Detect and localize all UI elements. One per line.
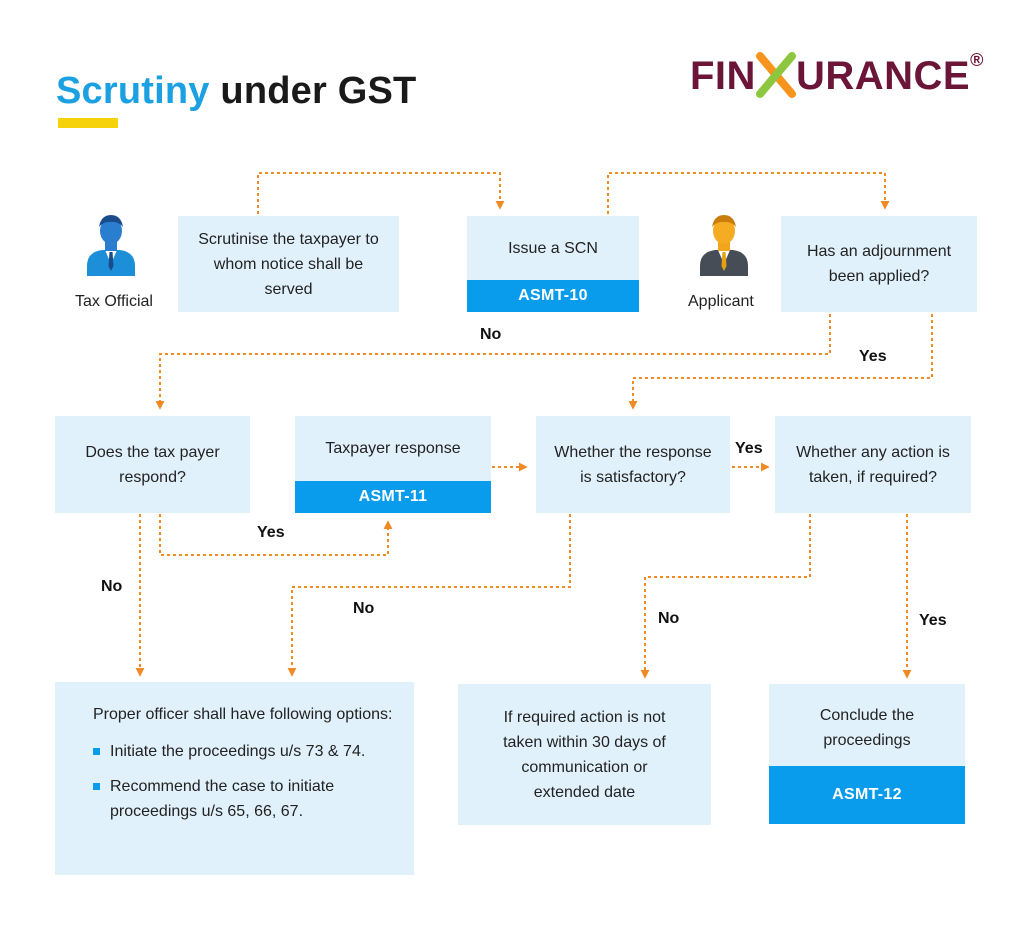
taxpayer-response-box: Taxpayer response ASMT-11 <box>295 416 491 513</box>
scrutinise-box: Scrutinise the taxpayer to whom notice s… <box>178 216 399 312</box>
issue-scn-box: Issue a SCN ASMT-10 <box>467 216 639 312</box>
officer-options-heading: Proper officer shall have following opti… <box>93 706 393 723</box>
edge-adjournment-yes <box>628 314 933 410</box>
edge-scn-to-adjournment <box>607 172 890 214</box>
officer-options-box: Proper officer shall have following opti… <box>55 682 414 875</box>
applicant-icon <box>700 215 748 276</box>
satisfactory-text: Whether the response is satisfactory? <box>554 443 712 486</box>
respond-box: Does the tax payer respond? <box>55 416 250 513</box>
satisfactory-box: Whether the response is satisfactory? <box>536 416 730 513</box>
edge-label-adjournment-yes: Yes <box>859 348 887 365</box>
edge-label-action-yes: Yes <box>919 612 947 629</box>
not-taken-text: If required action is not taken within 3… <box>503 708 666 801</box>
action-taken-box: Whether any action is taken, if required… <box>775 416 971 513</box>
officer-options-list: Initiate the proceedings u/s 73 & 74. Re… <box>93 739 414 824</box>
title-rest: under GST <box>220 70 417 112</box>
conclude-text: Conclude the proceedings <box>819 707 915 749</box>
edge-adjournment-no <box>155 314 831 410</box>
edge-respond-yes <box>159 514 393 556</box>
edge-label-respond-yes: Yes <box>257 524 285 541</box>
logo-text-right: URANCE <box>795 54 971 98</box>
asmt-11-badge: ASMT-11 <box>295 481 491 513</box>
logo-text-left: FIN <box>690 54 756 98</box>
applicant-label: Applicant <box>688 293 754 310</box>
issue-scn-text: Issue a SCN <box>508 239 598 257</box>
tax-official-label: Tax Official <box>75 293 153 310</box>
title-highlight: Scrutiny <box>56 70 210 112</box>
bullet-square-icon <box>93 748 100 755</box>
scrutinise-text: Scrutinise the taxpayer to whom notice s… <box>198 230 379 298</box>
edge-label-satisfactory-no: No <box>353 600 375 617</box>
tax-official-icon <box>87 215 135 276</box>
edge-label-satisfactory-yes: Yes <box>735 440 763 457</box>
registered-mark: ® <box>970 50 984 70</box>
option-item-text: Recommend the case to initiate proceedin… <box>110 778 335 820</box>
edge-action-no <box>640 514 811 679</box>
asmt-12-badge: ASMT-12 <box>769 766 965 824</box>
page-title: Scrutiny under GST <box>56 70 416 113</box>
option-item-text: Initiate the proceedings u/s 73 & 74. <box>110 743 366 760</box>
option-item: Initiate the proceedings u/s 73 & 74. <box>93 739 414 764</box>
action-taken-text: Whether any action is taken, if required… <box>796 443 950 486</box>
respond-text: Does the tax payer respond? <box>85 443 220 486</box>
adjournment-box: Has an adjournment been applied? <box>781 216 977 312</box>
finxurance-logo: FIN URANCE® <box>690 50 984 99</box>
taxpayer-response-text: Taxpayer response <box>325 440 461 457</box>
edge-label-action-no: No <box>658 610 680 627</box>
asmt-10-badge: ASMT-10 <box>467 280 639 312</box>
edge-satisfactory-no <box>287 514 571 677</box>
adjournment-text: Has an adjournment been applied? <box>806 243 952 285</box>
option-item: Recommend the case to initiate proceedin… <box>93 774 414 824</box>
bullet-square-icon <box>93 783 100 790</box>
title-underline <box>58 118 118 128</box>
edge-label-respond-no: No <box>101 578 123 595</box>
not-taken-box: If required action is not taken within 3… <box>458 684 711 825</box>
edge-label-adjournment-no: No <box>480 326 502 343</box>
edge-scrutinise-to-scn <box>257 172 505 214</box>
conclude-box: Conclude the proceedings ASMT-12 <box>769 684 965 824</box>
logo-x-icon <box>755 52 796 98</box>
